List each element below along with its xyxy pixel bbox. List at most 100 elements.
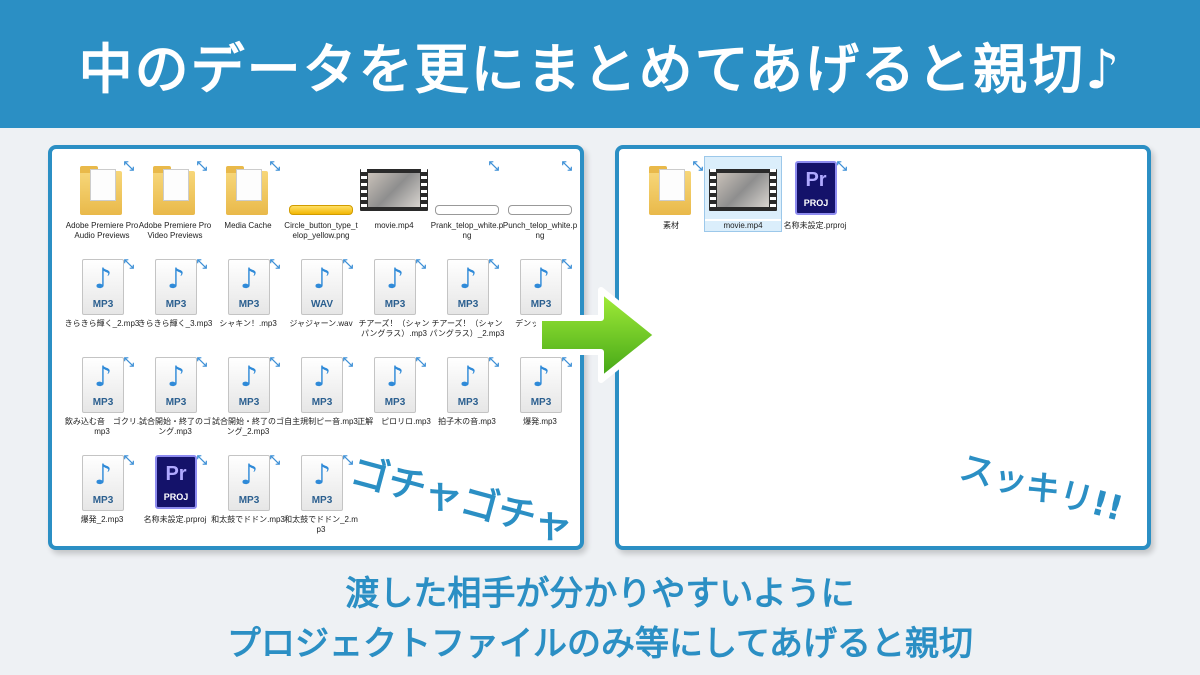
file-name-label: きらきら輝く_3.mp3 [137, 319, 213, 328]
audio-file-icon: ♪MP3⤡ [502, 255, 578, 317]
file-item[interactable]: ♪MP3⤡ 爆発_2.mp3 [64, 451, 140, 525]
audio-file-icon: ♪MP3⤡ [502, 353, 578, 415]
file-item[interactable]: Circle_button_type_telop_yellow.png [283, 157, 359, 241]
file-item[interactable]: ⤡Punch_telop_white.png [502, 157, 578, 241]
file-name-label: 自主規制ピー音.mp3 [284, 417, 358, 426]
file-name-label: movie.mp4 [705, 221, 781, 231]
shortcut-arrow-icon: ⤡ [123, 453, 134, 468]
audio-file-icon: ♪WAV⤡ [283, 255, 359, 317]
file-item[interactable]: ⤡ Prank_telop_white.png [429, 157, 505, 241]
audio-file-icon: ♪MP3⤡ [356, 255, 432, 317]
file-item[interactable]: ⤡ 素材 [633, 157, 709, 231]
file-name-label: Adobe Premiere Pro Video Previews [138, 221, 212, 240]
file-name-label: movie.mp4 [374, 221, 414, 230]
file-item[interactable]: ♪MP3⤡ 正解 ピロリロ.mp3 [356, 353, 432, 427]
shortcut-arrow-icon: ⤡ [561, 257, 572, 272]
title-banner: 中のデータを更にまとめてあげると親切♪ [0, 0, 1200, 128]
shortcut-arrow-icon: ⤡ [692, 159, 703, 174]
shortcut-arrow-icon: ⤡ [196, 159, 207, 174]
folder-icon: ⤡ [64, 157, 140, 219]
file-name-label: 素材 [663, 221, 679, 230]
shortcut-arrow-icon: ⤡ [415, 257, 426, 272]
file-item[interactable]: ♪WAV⤡ ジャジャーン.wav [283, 255, 359, 329]
folder-icon: ⤡ [137, 157, 213, 219]
file-name-label: チアーズ！（シャンパングラス）.mp3 [358, 319, 430, 338]
file-item[interactable]: ⤡ Adobe Premiere Pro Audio Previews [64, 157, 140, 241]
file-name-label: Prank_telop_white.png [430, 221, 504, 240]
file-name-label: 和太鼓でドドン_2.mp3 [284, 515, 358, 534]
file-name-label: 試合開始・終了のゴング.mp3 [139, 417, 211, 436]
file-name-label: きらきら輝く_2.mp3 [64, 319, 140, 328]
shortcut-arrow-icon: ⤡ [342, 257, 353, 272]
audio-file-icon: ♪MP3⤡ [210, 353, 286, 415]
file-item[interactable]: ♪MP3⤡ 和太鼓でドドン_2.mp3 [283, 451, 359, 535]
shortcut-arrow-icon: ⤡ [269, 257, 280, 272]
audio-file-icon: ♪MP3⤡ [64, 255, 140, 317]
file-name-label: 爆発.mp3 [523, 417, 557, 426]
video-thumbnail-icon [356, 157, 432, 219]
file-name-label: 試合開始・終了のゴング_2.mp3 [212, 417, 284, 436]
file-name-label: 和太鼓でドドン.mp3 [211, 515, 285, 524]
video-thumbnail-icon [705, 157, 781, 219]
audio-file-icon: ♪MP3⤡ [137, 255, 213, 317]
audio-file-icon: ♪MP3⤡ [429, 255, 505, 317]
file-item[interactable]: movie.mp4 [356, 157, 432, 231]
file-item[interactable]: ♪MP3⤡ チアーズ！（シャンパングラス）.mp3 [356, 255, 432, 339]
audio-file-icon: ♪MP3⤡ [137, 353, 213, 415]
shortcut-arrow-icon: ⤡ [123, 355, 134, 370]
shortcut-arrow-icon: ⤡ [488, 355, 499, 370]
file-item[interactable]: ⤡Media Cache [210, 157, 286, 231]
file-item[interactable]: ♪MP3⤡飲み込む音 ゴクリ.mp3 [64, 353, 140, 437]
file-name-label: 拍子木の音.mp3 [438, 417, 496, 426]
shortcut-arrow-icon: ⤡ [123, 159, 134, 174]
file-name-label: 爆発_2.mp3 [80, 515, 124, 524]
shortcut-arrow-icon: ⤡ [269, 453, 280, 468]
file-item[interactable]: ♪MP3⤡ きらきら輝く_3.mp3 [137, 255, 213, 329]
file-item[interactable]: ♪MP3⤡ チアーズ！（シャンパングラス）_2.mp3 [429, 255, 505, 339]
audio-file-icon: ♪MP3⤡ [283, 451, 359, 513]
explorer-window-before[interactable]: ⤡ Adobe Premiere Pro Audio Previews ⤡ Adobe… [48, 145, 584, 550]
file-item[interactable]: ♪MP3⤡シャキン！.mp3 [210, 255, 286, 329]
folder-icon: ⤡ [633, 157, 709, 219]
file-name-label: チアーズ！（シャンパングラス）_2.mp3 [429, 319, 505, 338]
file-name-label: 名称未設定.prproj [143, 515, 207, 524]
audio-file-icon: ♪MP3⤡ [210, 451, 286, 513]
file-name-label: シャキン！.mp3 [219, 319, 277, 328]
shortcut-arrow-icon: ⤡ [342, 453, 353, 468]
file-item[interactable]: movie.mp4 [704, 156, 782, 232]
shortcut-arrow-icon: ⤡ [488, 159, 499, 174]
png-image-icon: ⤡ [429, 157, 505, 219]
file-item[interactable]: ♪MP3⤡ 試合開始・終了のゴング_2.mp3 [210, 353, 286, 437]
shortcut-arrow-icon: ⤡ [123, 257, 134, 272]
file-item[interactable]: ♪MP3⤡ 爆発.mp3 [502, 353, 578, 427]
file-item[interactable]: ♪MP3⤡ きらきら輝く_2.mp3 [64, 255, 140, 329]
file-item[interactable]: ♪MP3⤡ 試合開始・終了のゴング.mp3 [137, 353, 213, 437]
png-image-icon: ⤡ [502, 157, 578, 219]
shortcut-arrow-icon: ⤡ [561, 355, 572, 370]
audio-file-icon: ♪MP3⤡ [356, 353, 432, 415]
file-name-label: Media Cache [224, 221, 272, 230]
caption-line-2: プロジェクトファイルのみ等にしてあげると親切 [227, 624, 973, 664]
file-name-label: Circle_button_type_telop_yellow.png [284, 221, 358, 240]
file-name-label: ジャジャーン.wav [289, 319, 353, 328]
shortcut-arrow-icon: ⤡ [488, 257, 499, 272]
shortcut-arrow-icon: ⤡ [196, 257, 207, 272]
banner-title: 中のデータを更にまとめてあげると親切♪ [78, 37, 1122, 101]
shortcut-arrow-icon: ⤡ [196, 355, 207, 370]
file-item[interactable]: ⤡ Adobe Premiere Pro Video Previews [137, 157, 213, 241]
file-item[interactable]: ♪MP3⤡ 和太鼓でドドン.mp3 [210, 451, 286, 525]
audio-file-icon: ♪MP3⤡ [64, 451, 140, 513]
file-item[interactable]: ♪MP3⤡拍子木の音.mp3 [429, 353, 505, 427]
audio-file-icon: ♪MP3⤡ [283, 353, 359, 415]
shortcut-arrow-icon: ⤡ [196, 453, 207, 468]
shortcut-arrow-icon: ⤡ [836, 159, 847, 174]
file-name-label: 正解 ピロリロ.mp3 [357, 417, 431, 426]
file-name-label: 飲み込む音 ゴクリ.mp3 [64, 417, 140, 436]
file-item[interactable]: ♪MP3⤡ 自主規制ピー音.mp3 [283, 353, 359, 427]
file-name-label: Adobe Premiere Pro Audio Previews [65, 221, 139, 240]
